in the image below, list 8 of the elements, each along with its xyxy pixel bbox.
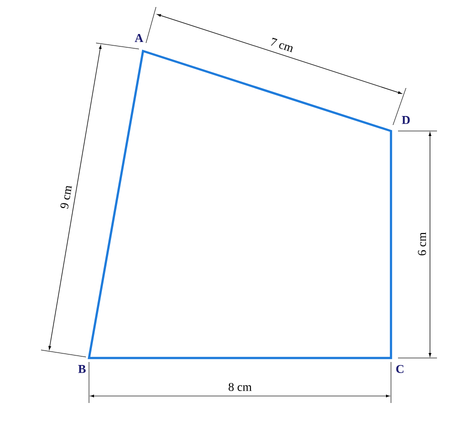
vertex-label: D bbox=[402, 116, 410, 124]
dimension-label: 8 cm bbox=[227, 382, 253, 392]
vertex-label: B bbox=[78, 365, 86, 373]
vertex-label: A bbox=[134, 34, 144, 42]
vertex-label: C bbox=[396, 364, 404, 374]
dimension-label: 6 cm bbox=[416, 231, 428, 257]
dimension-label: 9 cm bbox=[58, 184, 74, 210]
dimension-label: 7 cm bbox=[268, 36, 296, 54]
